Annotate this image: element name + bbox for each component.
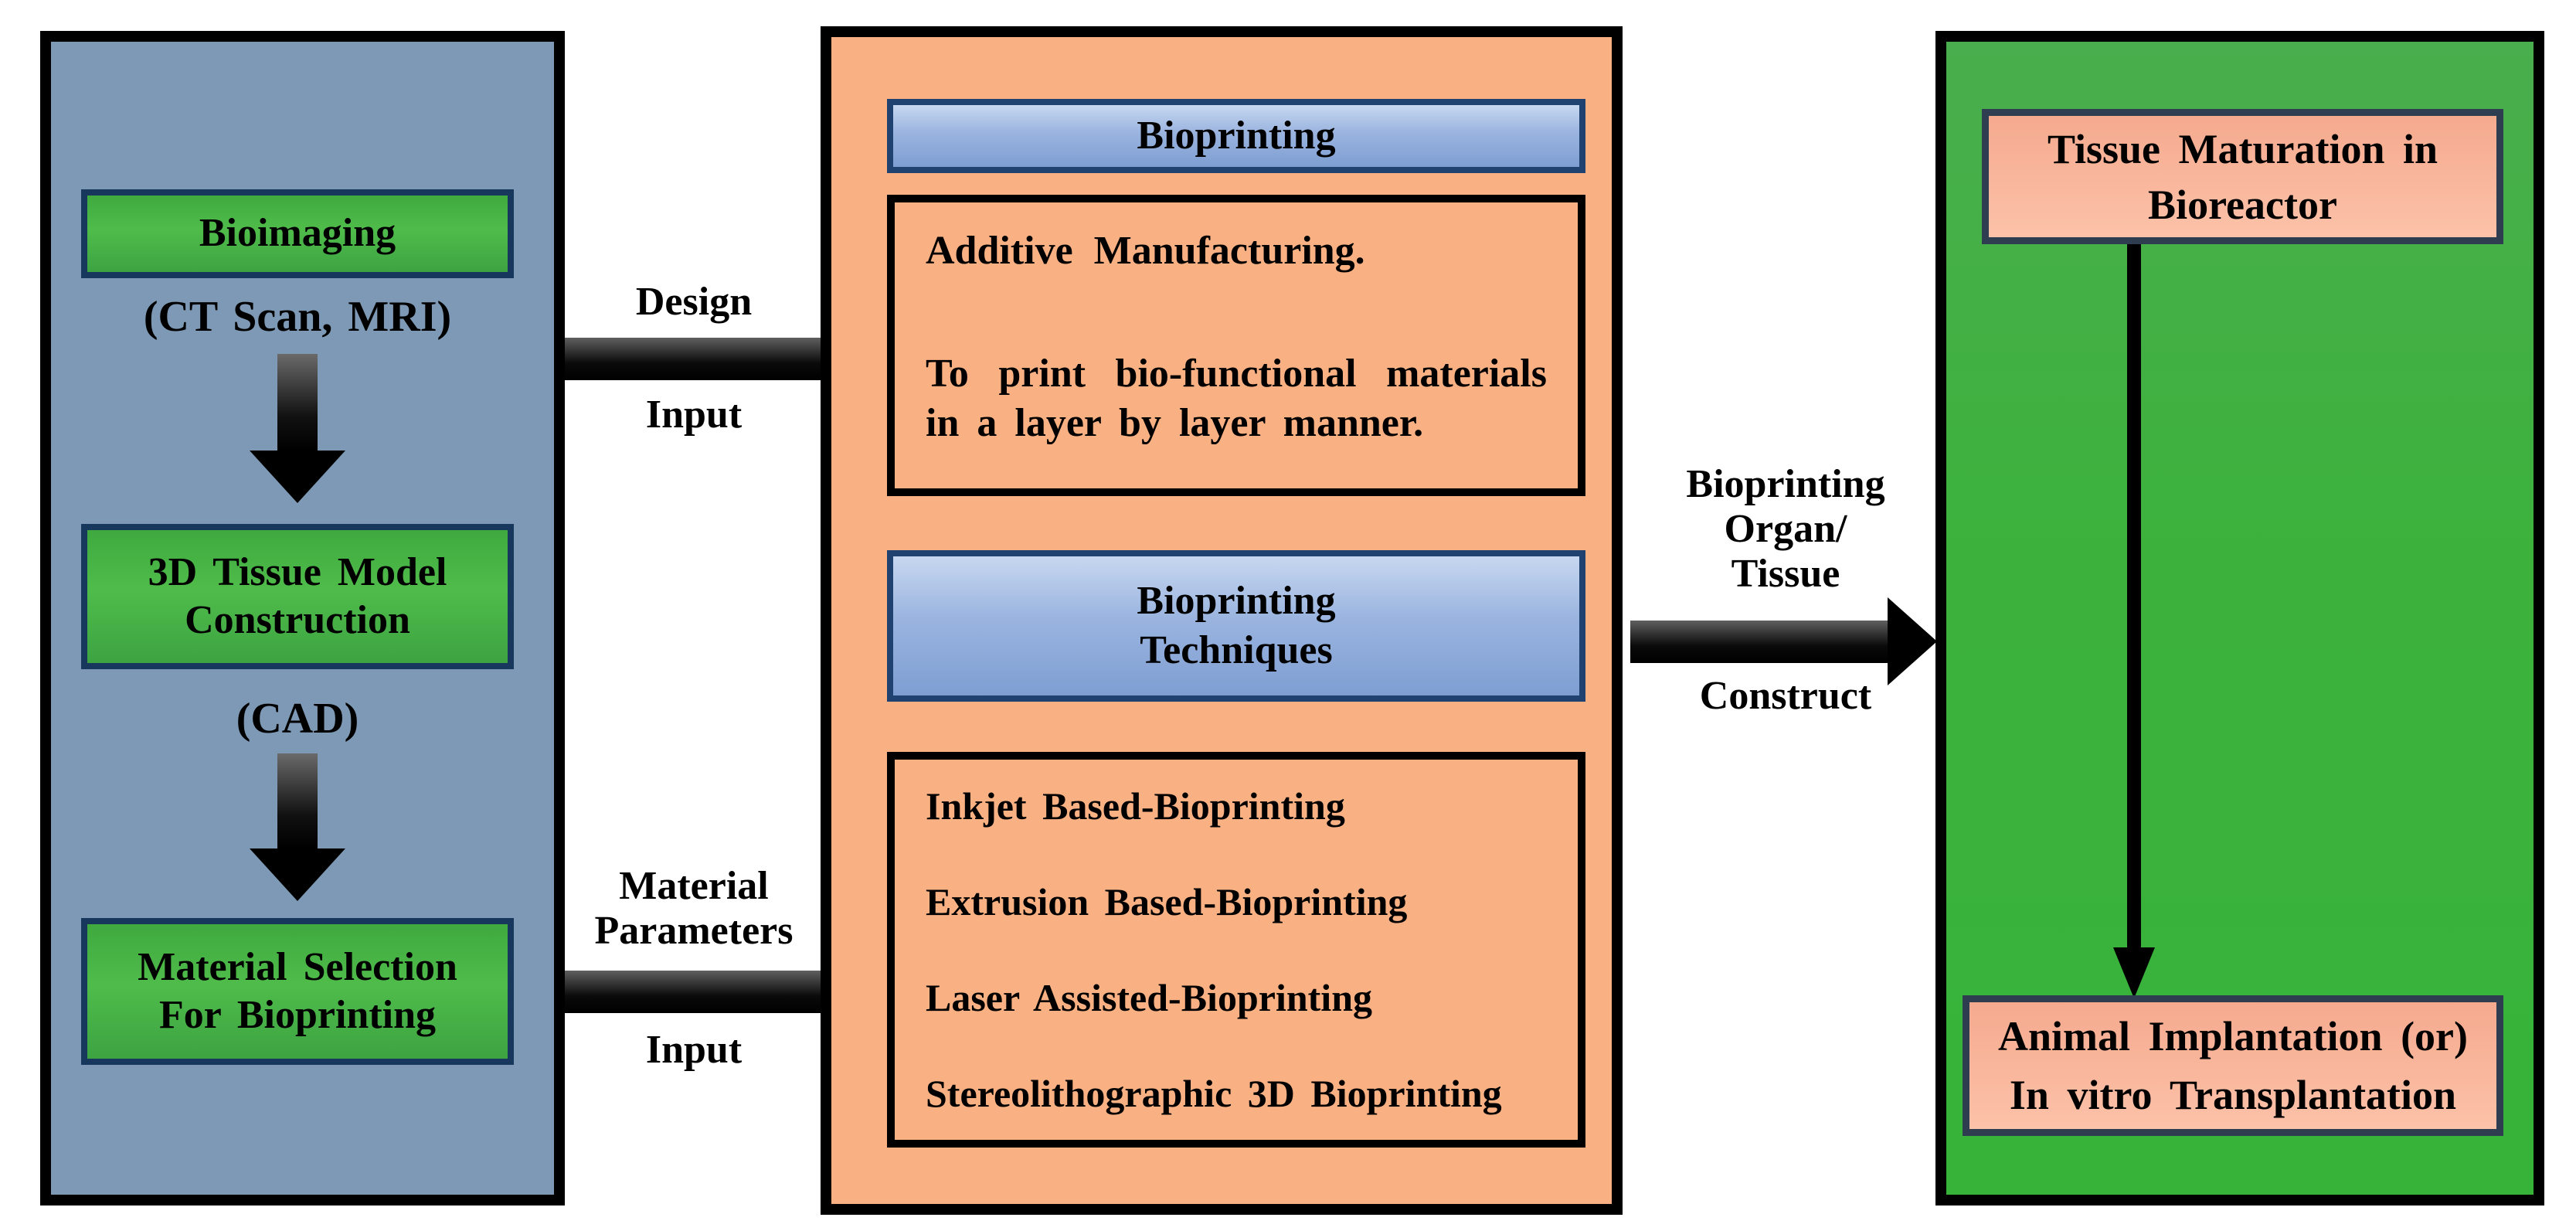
construct-arrow-shaft	[1630, 621, 1888, 663]
additive-manufacturing-box: Additive Manufacturing. To print bio-fun…	[887, 195, 1585, 496]
design-input-label: Input	[645, 393, 743, 437]
techniques-header-line1: Bioprinting	[1137, 579, 1336, 623]
techniques-header-box: Bioprinting Techniques	[887, 550, 1585, 702]
bioreactor-line1: Tissue Maturation in	[2047, 125, 2438, 172]
additive-body-line1: To print bio-functional materials	[926, 352, 1547, 396]
implantation-line2: In vitro Transplantation	[2009, 1072, 2457, 1118]
right-arrow-icon-construct	[1888, 597, 1937, 685]
down-arrow-icon-1	[250, 451, 345, 503]
down-arrow-icon-2	[250, 848, 345, 901]
technique-item: Extrusion Based-Bioprinting	[926, 880, 1408, 923]
techniques-header-line2: Techniques	[1140, 628, 1333, 672]
down-arrow-icon-maturation	[2113, 947, 2155, 998]
bioprinting-header-box: Bioprinting	[887, 99, 1585, 173]
cad-caption: (CAD)	[236, 695, 359, 743]
bioreactor-line2: Bioreactor	[2148, 181, 2337, 228]
additive-body-line2: in a layer by layer manner.	[926, 401, 1424, 445]
technique-item: Inkjet Based-Bioprinting	[926, 784, 1345, 828]
down-arrow-shaft-2	[277, 753, 318, 848]
bioimaging-box: Bioimaging	[81, 189, 514, 278]
parameters-label: Parameters	[594, 909, 794, 953]
implantation-box: Animal Implantation (or) In vitro Transp…	[1963, 995, 2503, 1136]
construct-label-line2: Organ/	[1724, 507, 1847, 551]
implantation-line1: Animal Implantation (or)	[1997, 1013, 2468, 1059]
tissue-model-line2: Construction	[185, 598, 410, 642]
design-input-arrow-shaft	[565, 338, 823, 380]
technique-item: Laser Assisted-Bioprinting	[926, 976, 1372, 1019]
construct-label-bottom: Construct	[1699, 674, 1872, 718]
construct-label-line3: Tissue	[1731, 552, 1840, 596]
material-input-label: Input	[645, 1028, 743, 1072]
techniques-list-box: Inkjet Based-Bioprinting Extrusion Based…	[887, 752, 1585, 1148]
bioprinting-header-label: Bioprinting	[1137, 113, 1336, 158]
imaging-modalities-caption: (CT Scan, MRI)	[143, 293, 452, 341]
tissue-model-line1: 3D Tissue Model	[148, 549, 447, 594]
material-selection-line1: Material Selection	[138, 944, 457, 989]
tissue-model-box: 3D Tissue Model Construction	[81, 524, 514, 669]
maturation-arrow-shaft	[2127, 244, 2141, 947]
construct-label-line1: Bioprinting	[1686, 462, 1885, 506]
design-label: Design	[635, 280, 753, 324]
material-selection-box: Material Selection For Bioprinting	[81, 918, 514, 1065]
material-selection-line2: For Bioprinting	[158, 993, 437, 1037]
additive-title: Additive Manufacturing.	[926, 229, 1365, 273]
material-label: Material	[619, 864, 769, 908]
technique-item: Stereolithographic 3D Bioprinting	[926, 1072, 1502, 1115]
bioimaging-label: Bioimaging	[199, 211, 396, 256]
bioreactor-box: Tissue Maturation in Bioreactor	[1982, 109, 2503, 244]
down-arrow-shaft-1	[277, 354, 318, 451]
material-input-arrow-shaft	[565, 971, 823, 1013]
